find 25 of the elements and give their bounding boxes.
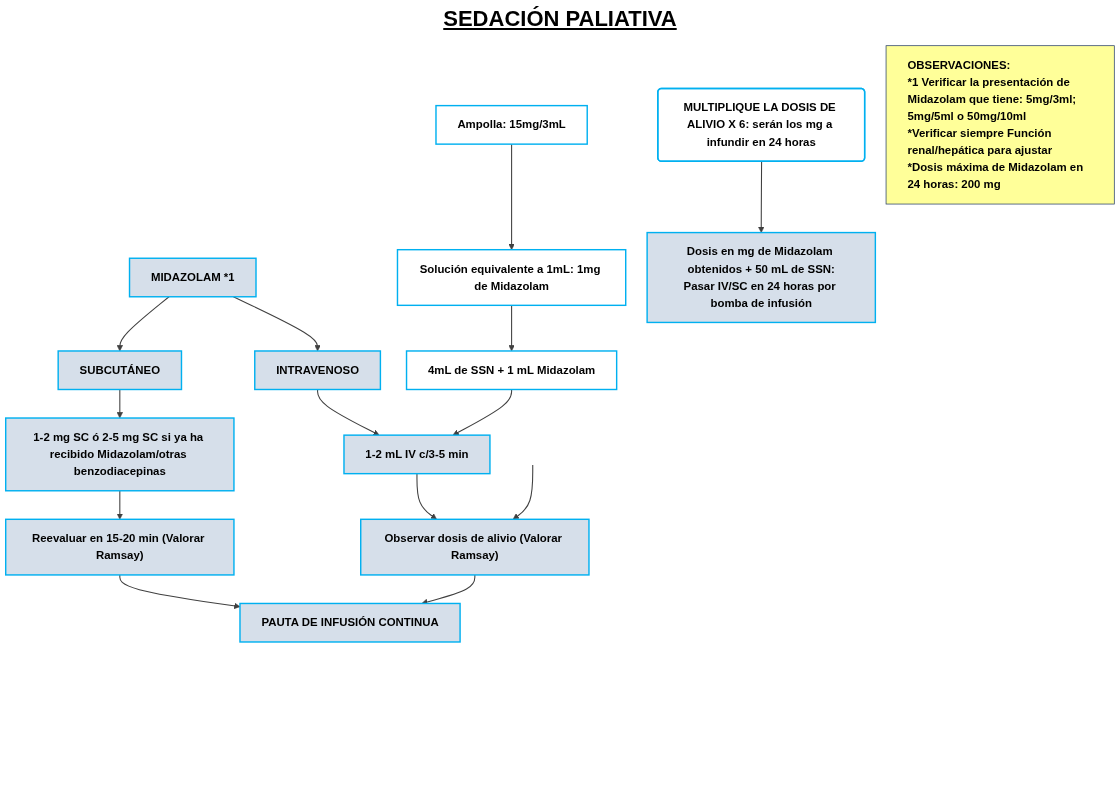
node-box: 1-2 mL IV c/3-5 min — [343, 434, 491, 475]
node-box: Ampolla: 15mg/3mL — [435, 104, 588, 145]
node-box: OBSERVACIONES: *1 Verificar la presentación de Midazolam que tiene: 5mg/3ml; 5mg/5ml o 50mg/10ml *Verificar siempre Función renal/hepática para ajustar *Dosis máxima de Midazolam en 24 horas: 200 mg — [885, 45, 1115, 205]
arrow — [508, 143, 515, 250]
arrow — [512, 464, 534, 520]
node-box: Reevaluar en 15-20 min (Valorar Ramsay) — [5, 518, 235, 576]
node-box: INTRAVENOSO — [254, 350, 382, 391]
node-box: 4mL de SSN + 1 mL Midazolam — [405, 350, 618, 391]
node-box: 1-2 mg SC ó 2-5 mg SC si ya ha recibido Midazolam/otras benzodiacepinas — [5, 417, 235, 492]
arrow — [416, 473, 437, 520]
arrow — [232, 296, 321, 352]
node-box: SUBCUTÁNEO — [57, 350, 183, 391]
arrow — [452, 388, 513, 436]
node-box: Dosis en mg de Midazolam obtenidos + 50 mL de SSN: Pasar IV/SC en 24 horas por bomba de infusión — [646, 231, 877, 324]
arrow — [116, 490, 123, 520]
node-box: Solución equivalente a 1mL: 1mg de Midazolam — [396, 248, 627, 307]
arrow — [508, 304, 515, 352]
arrow — [758, 161, 765, 233]
diagram-title: SEDACIÓN PALIATIVA — [442, 6, 678, 32]
node-box: PAUTA DE INFUSIÓN CONTINUA — [239, 602, 461, 643]
arrow — [116, 388, 123, 419]
node-box: MIDAZOLAM *1 — [128, 257, 257, 298]
arrow — [116, 296, 170, 352]
node-box: Observar dosis de alivio (Valorar Ramsay) — [360, 518, 590, 576]
arrow — [317, 388, 380, 436]
